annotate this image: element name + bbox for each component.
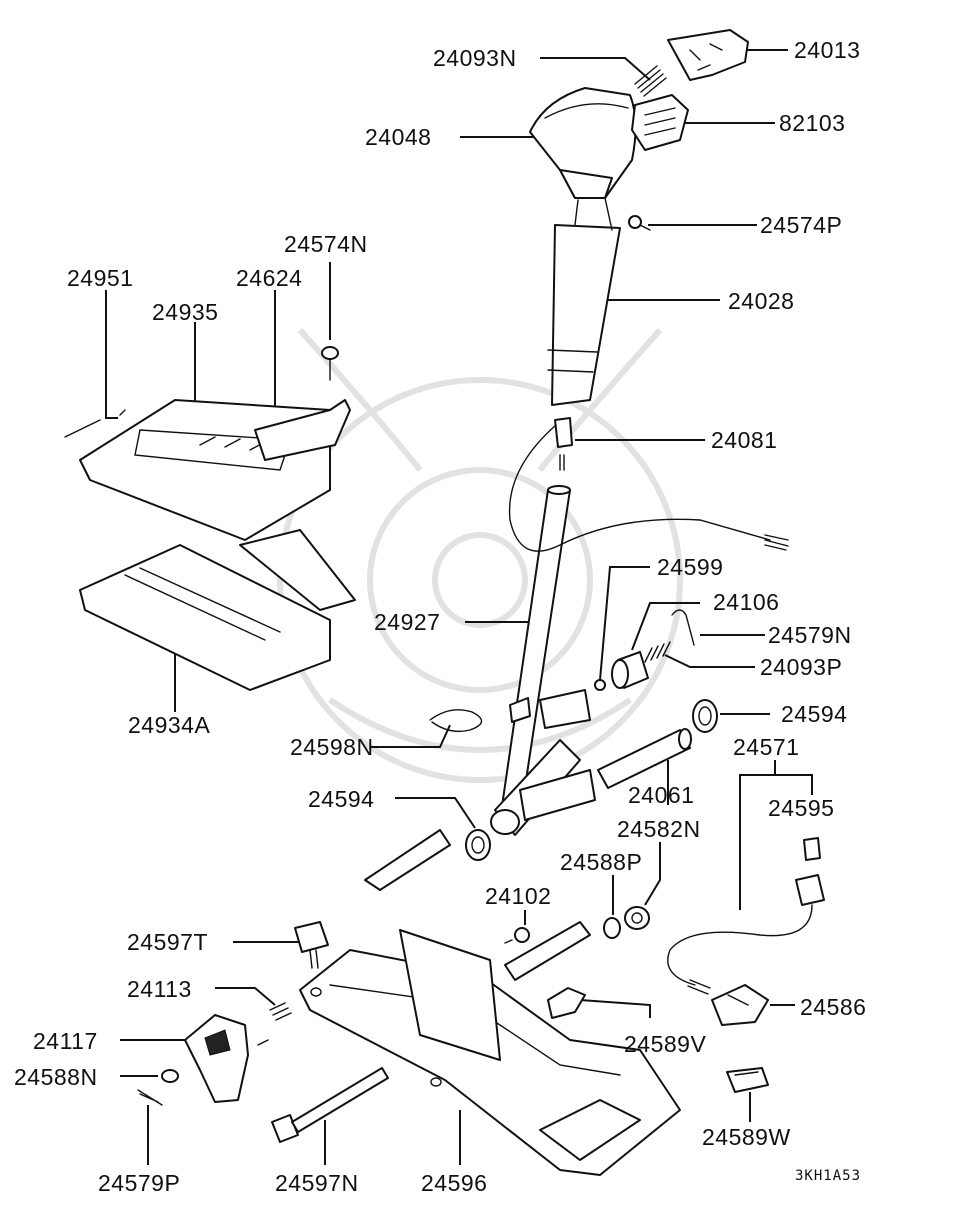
harness-24571: [667, 874, 825, 995]
shift-knob-24048: [529, 87, 637, 199]
label-24589W: 24589W: [702, 1124, 791, 1150]
label-24028: 24028: [728, 288, 794, 314]
label-82103: 82103: [779, 110, 845, 136]
base-24596: [299, 929, 681, 1176]
label-24935: 24935: [152, 299, 218, 325]
label-24595: 24595: [768, 795, 834, 821]
label-24598N: 24598N: [290, 734, 374, 760]
collar-24582N: [624, 906, 650, 930]
knob-button-24013: [667, 29, 749, 81]
label-24588N: 24588N: [14, 1064, 98, 1090]
label-24093N: 24093N: [433, 45, 517, 71]
label-24597T: 24597T: [127, 929, 208, 955]
label-24927: 24927: [374, 609, 440, 635]
label-24048: 24048: [365, 124, 431, 150]
diagram-code: 3KH1A53: [795, 1168, 861, 1184]
bushing-24594-right: [692, 699, 718, 733]
spring-24093N: [634, 65, 667, 97]
bushing-24106: [611, 651, 649, 689]
clip-24589W: [726, 1067, 769, 1093]
label-24586: 24586: [800, 994, 866, 1020]
label-24571: 24571: [733, 734, 799, 760]
bushing-24594-left: [465, 829, 491, 861]
label-24596: 24596: [421, 1170, 487, 1196]
spring-24093P: [644, 641, 671, 663]
label-24597N: 24597N: [275, 1170, 359, 1196]
clip-24589V: [547, 987, 586, 1019]
harness-wire: [508, 424, 789, 552]
watermark-emblem: [277, 328, 683, 783]
part-labels: 24093N 24013 82103 24048 24574P 24574N 2…: [14, 37, 866, 1196]
label-24574P: 24574P: [760, 212, 842, 238]
ball-24599: [594, 679, 606, 691]
label-24579N: 24579N: [768, 622, 852, 648]
tie-strap-24598N: [429, 697, 531, 733]
bolt-24597T: [294, 921, 329, 969]
clip-24081: [554, 417, 573, 471]
washer-24588P: [603, 917, 621, 939]
label-24117: 24117: [33, 1028, 98, 1054]
label-24589V: 24589V: [624, 1031, 706, 1057]
washer-24588N: [161, 1069, 179, 1083]
label-24934A: 24934A: [128, 712, 210, 738]
shaft-24061: [597, 728, 692, 789]
connector-24586: [711, 984, 769, 1026]
label-24624: 24624: [236, 265, 302, 291]
label-24061: 24061: [628, 782, 694, 808]
label-24093P: 24093P: [760, 654, 842, 680]
pin-24579N: [671, 609, 695, 646]
label-24599: 24599: [657, 554, 723, 580]
connector-82103: [631, 94, 689, 151]
label-24081: 24081: [711, 427, 777, 453]
label-24574N: 24574N: [284, 231, 368, 257]
bracket-plate: [364, 829, 591, 981]
lever-base-assembly: [490, 689, 596, 836]
label-24951: 24951: [67, 265, 133, 291]
screw-24574P: [628, 215, 651, 231]
label-24102: 24102: [485, 883, 551, 909]
pin-24102: [504, 927, 530, 944]
pin-24579P: [137, 1089, 163, 1106]
label-24106: 24106: [713, 589, 779, 615]
label-24113: 24113: [127, 976, 192, 1002]
label-24579P: 24579P: [98, 1170, 180, 1196]
label-24582N: 24582N: [617, 816, 701, 842]
indicator-24624: [254, 399, 351, 461]
screw-24574N: [321, 346, 339, 381]
label-24013: 24013: [794, 37, 860, 63]
label-24588P: 24588P: [560, 849, 642, 875]
detent-24117: [184, 1014, 249, 1103]
label-24594-right: 24594: [781, 701, 847, 727]
label-24594-left: 24594: [308, 786, 374, 812]
slide-plate-24934A: [79, 529, 356, 691]
bolt-24597N: [271, 1067, 389, 1143]
boot-24028: [547, 197, 621, 406]
bulb-socket-24595: [803, 837, 821, 861]
spring-24113: [257, 1002, 292, 1046]
